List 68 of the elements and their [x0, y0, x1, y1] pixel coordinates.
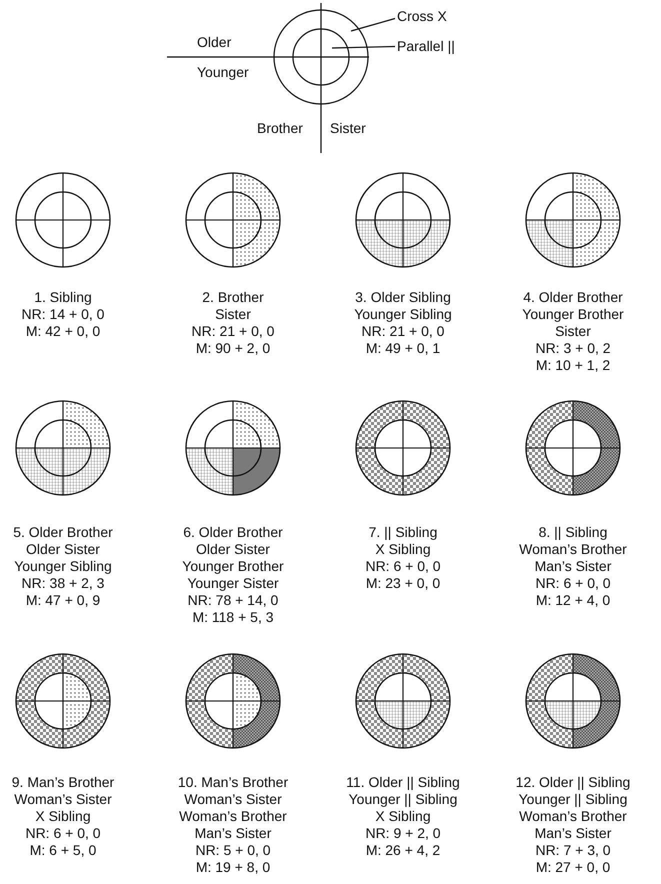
caption-line: M: 49 + 0, 1	[366, 340, 440, 357]
caption-line: Woman’s Brother	[519, 808, 627, 825]
leader-line	[350, 18, 396, 32]
caption-line: NR: 6 + 0, 0	[365, 558, 441, 575]
caption-line: Younger Sister	[187, 575, 279, 592]
caption-line: M: 23 + 0, 0	[366, 575, 440, 592]
caption-line: 1. Sibling	[34, 289, 92, 306]
caption-line: Younger || Sibling	[518, 791, 628, 808]
caption-line: Older Sister	[26, 541, 100, 558]
caption-line: Older Sister	[196, 541, 270, 558]
caption-line: M: 12 + 4, 0	[536, 592, 610, 609]
outer-ring	[273, 9, 369, 105]
caption-line: NR: 38 + 2, 3	[22, 575, 104, 592]
caption-line: Man’s Sister	[534, 558, 612, 575]
caption-line: NR: 5 + 0, 0	[195, 842, 271, 859]
caption-line: M: 27 + 0, 0	[536, 859, 610, 876]
caption-line: 5. Older Brother	[13, 524, 113, 541]
caption-line: NR: 7 + 3, 0	[535, 842, 611, 859]
caption-line: M: 6 + 5, 0	[30, 842, 96, 859]
annotation-text: Parallel ||	[397, 38, 455, 55]
caption-line: Younger || Sibling	[348, 791, 458, 808]
caption-line: Man’s Sister	[534, 825, 612, 842]
caption-line: 6. Older Brother	[183, 524, 283, 541]
caption-line: 11. Older || Sibling	[346, 774, 460, 791]
caption-line: 8. || Sibling	[538, 524, 608, 541]
caption-line: Younger Brother	[182, 558, 284, 575]
caption-line: M: 19 + 8, 0	[196, 859, 270, 876]
caption-line: 3. Older Sibling	[355, 289, 451, 306]
caption-line: Woman’s Brother	[519, 541, 627, 558]
caption-line: M: 118 + 5, 3	[192, 609, 274, 626]
caption-line: Sister	[215, 306, 251, 323]
caption-line: Younger Brother	[522, 306, 624, 323]
caption-line: M: 42 + 0, 0	[26, 323, 100, 340]
caption-line: Younger Sibling	[14, 558, 112, 575]
caption-line: Woman’s Sister	[184, 791, 282, 808]
caption-line: 4. Older Brother	[523, 289, 623, 306]
caption-line: X Sibling	[375, 808, 431, 825]
caption-line: X Sibling	[35, 808, 91, 825]
caption-line: M: 47 + 0, 9	[26, 592, 100, 609]
axis-label: Brother	[257, 120, 303, 137]
caption-line: Sister	[555, 323, 591, 340]
caption-line: 7. || Sibling	[368, 524, 438, 541]
caption-line: NR: 78 + 14, 0	[188, 592, 278, 609]
caption-line: 12. Older || Sibling	[516, 774, 630, 791]
caption-line: Woman’s Brother	[179, 808, 287, 825]
caption-line: M: 10 + 1, 2	[536, 357, 610, 374]
axis-label: Older	[197, 34, 232, 51]
caption-line: Younger Sibling	[354, 306, 452, 323]
axis-label: Younger	[197, 64, 249, 81]
caption-line: NR: 21 + 0, 0	[362, 323, 444, 340]
caption-line: 9. Man’s Brother	[12, 774, 114, 791]
caption-line: NR: 21 + 0, 0	[192, 323, 274, 340]
axis-label: Sister	[330, 120, 366, 137]
caption-line: NR: 9 + 2, 0	[365, 825, 441, 842]
caption-line: NR: 6 + 0, 0	[535, 575, 611, 592]
leader-line	[332, 46, 396, 49]
caption-line: M: 90 + 2, 0	[196, 340, 270, 357]
caption-line: 10. Man’s Brother	[178, 774, 288, 791]
caption-line: NR: 3 + 0, 2	[535, 340, 611, 357]
caption-line: X Sibling	[375, 541, 431, 558]
caption-line: Man’s Sister	[194, 825, 272, 842]
annotation-text: Cross X	[397, 8, 447, 25]
caption-line: Woman’s Sister	[14, 791, 112, 808]
caption-line: NR: 6 + 0, 0	[25, 825, 101, 842]
caption-line: NR: 14 + 0, 0	[22, 306, 104, 323]
inner-circle	[292, 28, 350, 86]
caption-line: M: 26 + 4, 2	[366, 842, 440, 859]
caption-line: 2. Brother	[202, 289, 264, 306]
